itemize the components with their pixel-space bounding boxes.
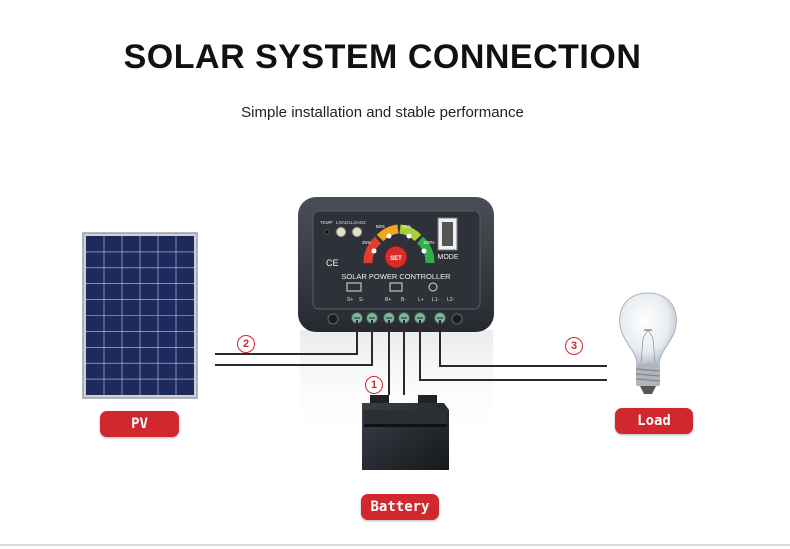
light-bulb-icon: [619, 292, 677, 394]
step-marker-load: 3: [565, 337, 583, 355]
pv-wire-positive: [215, 320, 358, 355]
page-subtitle: Simple installation and stable performan…: [241, 104, 524, 121]
page-title: SOLAR SYSTEM CONNECTION: [123, 38, 642, 76]
load-label: Load: [615, 408, 693, 434]
step-marker-battery: 1: [365, 376, 383, 394]
level-label-75: 75%: [402, 224, 411, 229]
ce-mark: CE: [326, 258, 339, 268]
level-label-25: 25%: [362, 240, 371, 245]
charge-controller: [298, 197, 494, 332]
mode-label: MODE: [438, 254, 459, 261]
terminal-label-s-minus: S-: [359, 297, 364, 303]
pv-label: PV: [100, 411, 179, 437]
load-wire-negative: [439, 320, 607, 367]
set-button-label: SET: [390, 256, 402, 262]
pv-wire-negative: [215, 320, 373, 366]
terminal-label-l2-minus: L2-: [447, 297, 455, 303]
level-label-100: 100%: [423, 240, 435, 245]
footer-divider: [0, 544, 790, 546]
step-marker-pv: 2: [237, 335, 255, 353]
terminal-label-l1-minus: L1-: [432, 297, 440, 303]
solar-panel: [82, 232, 198, 399]
wiring: [215, 320, 607, 395]
indicator-label-temp: TEMP: [320, 220, 333, 225]
indicator-label-load2: LOAD2: [351, 220, 366, 225]
level-label-50: 50%: [376, 224, 385, 229]
indicator-label-load1: LOAD1: [336, 220, 351, 225]
battery: [362, 395, 449, 470]
terminal-label-b-minus: B-: [401, 297, 406, 303]
terminal-label-s-plus: S+: [347, 297, 353, 303]
controller-name: SOLAR POWER CONTROLLER: [341, 272, 451, 281]
battery-label: Battery: [361, 494, 439, 520]
terminal-label-b-plus: B+: [385, 297, 391, 303]
load-wire-positive: [419, 320, 607, 381]
terminal-label-l-plus: L+: [418, 297, 424, 303]
